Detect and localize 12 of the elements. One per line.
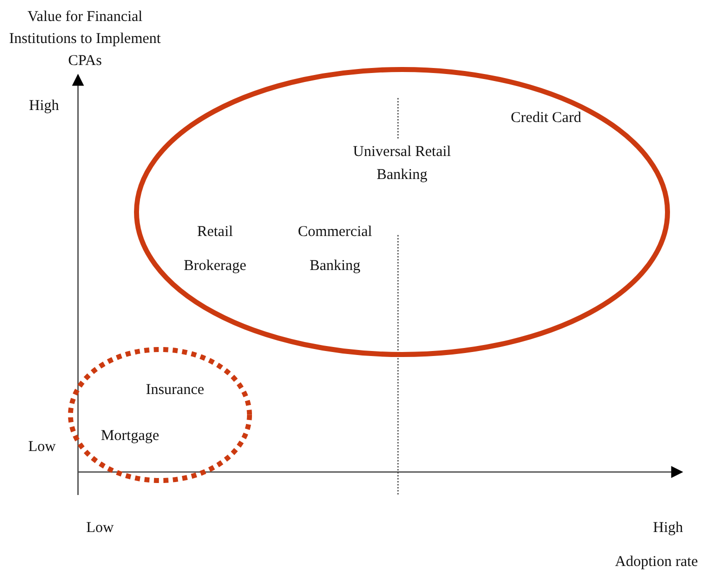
axis-title: Value for Financial Institutions to Implement CPAs	[8, 8, 162, 71]
axis-title: Adoption rate	[614, 553, 699, 572]
segment-label: Credit Card	[510, 109, 582, 128]
segment-label: Universal Retail Banking	[352, 143, 452, 184]
axis-tick-label: Low	[85, 519, 115, 538]
segment-label: Retail Brokerage	[182, 223, 248, 276]
segment-label: Commercial Banking	[296, 223, 374, 276]
segment-label: Insurance	[144, 381, 206, 400]
axis-tick-label: High	[652, 519, 684, 538]
segment-label: Mortgage	[100, 427, 160, 446]
axis-tick-label: Low	[27, 438, 57, 457]
axis-tick-label: High	[28, 97, 60, 116]
